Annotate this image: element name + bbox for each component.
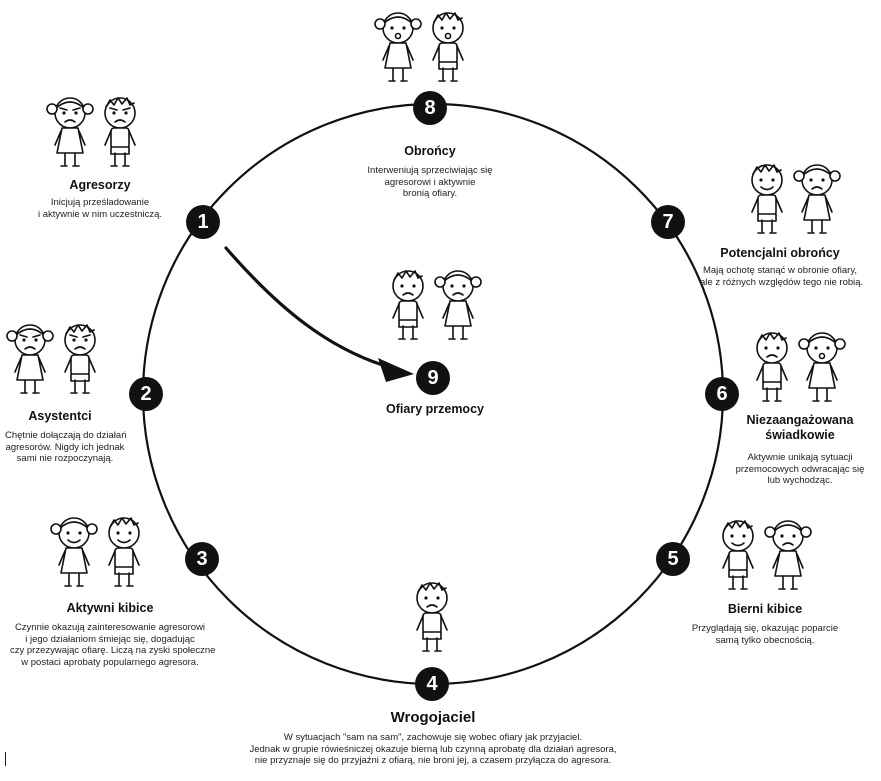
badge-6: 6 — [705, 377, 739, 411]
role-8-title: Obrońcy — [404, 144, 456, 158]
role-3-description: Czynnie okazują zainteresowanie agresoro… — [10, 622, 216, 668]
role-7-description: Mają ochotę stanąć w obronie ofiary,ale … — [700, 265, 864, 288]
aggression-arrowhead — [378, 358, 414, 382]
victims-kids-illustration — [386, 268, 482, 348]
badge-8: 8 — [413, 91, 447, 125]
aggressors-kids-illustration — [46, 95, 144, 175]
badge-1: 1 — [186, 205, 220, 239]
badge-2: 2 — [129, 377, 163, 411]
role-4-title: Wrogojaciel — [390, 709, 476, 726]
defenders-kids-illustration — [374, 10, 472, 90]
role-3-title: Aktywni kibice — [66, 601, 154, 615]
aggression-arrow — [224, 246, 394, 370]
role-2-title: Asystentci — [28, 409, 92, 423]
frenemy-kid-illustration — [410, 580, 454, 660]
assistants-kids-illustration — [6, 322, 104, 402]
text-cursor — [5, 752, 6, 766]
role-7-title: Potencjalni obrońcy — [720, 246, 840, 260]
passive-supporters-kids-illustration — [716, 518, 812, 598]
role-1-title: Agresorzy — [69, 178, 131, 192]
badge-5: 5 — [656, 542, 690, 576]
role-5-title: Bierni kibice — [727, 602, 803, 616]
potential-defenders-kids-illustration — [745, 162, 841, 242]
active-supporters-kids-illustration — [50, 515, 148, 595]
badge-4: 4 — [415, 667, 449, 701]
role-9-title: Ofiary przemocy — [386, 402, 484, 416]
badge-3: 3 — [185, 542, 219, 576]
badge-7: 7 — [651, 205, 685, 239]
badge-9: 9 — [416, 361, 450, 395]
role-4-description: W sytuacjach "sam na sam", zachowuje się… — [249, 732, 617, 766]
bystanders-kids-illustration — [750, 330, 846, 410]
